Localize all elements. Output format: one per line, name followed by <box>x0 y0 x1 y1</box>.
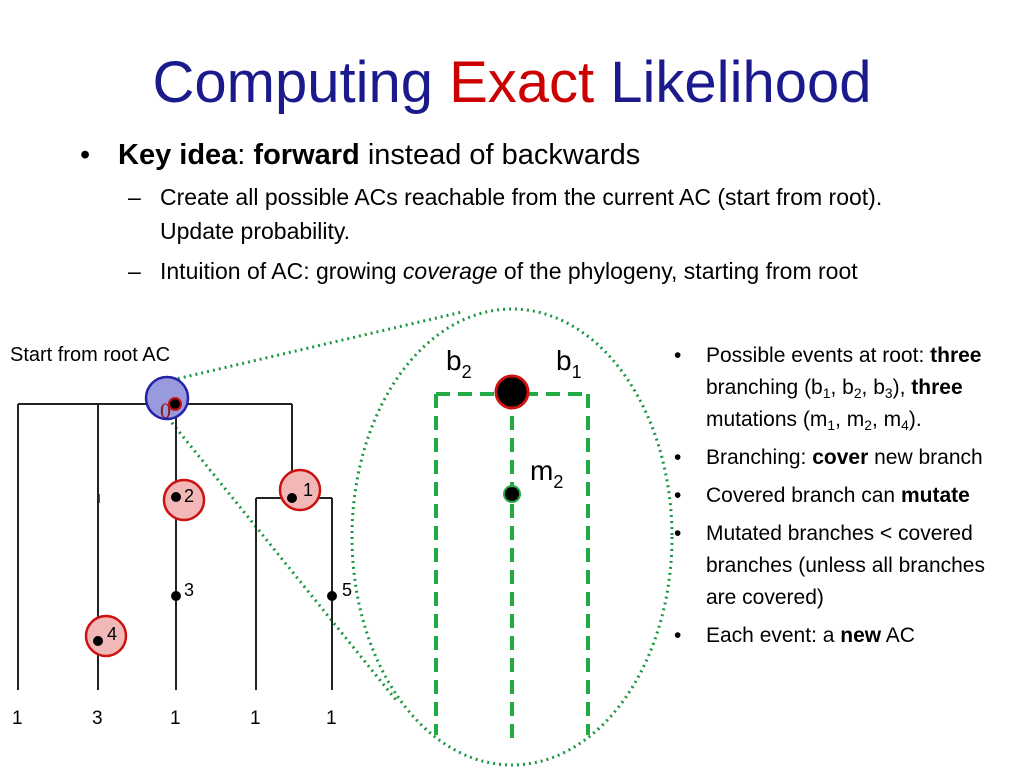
node-1-ring <box>278 468 322 512</box>
side-bullet-branching: • Branching: cover new branch <box>670 442 1010 474</box>
zoom-branches <box>434 392 590 742</box>
node-2-dot <box>171 492 181 502</box>
zoom-m2-node <box>503 485 521 503</box>
side-bullet-events: • Possible events at root: three branchi… <box>670 340 1010 436</box>
zoom-b2-label: b2 <box>446 345 472 382</box>
sub-bullet-intuition: – Intuition of AC: growing coverage of t… <box>80 254 930 288</box>
sub-bullet-intuition-pre: Intuition of AC: growing <box>160 258 403 284</box>
leaf-label-2: 3 <box>92 708 103 729</box>
bullet-glyph: • <box>674 484 682 507</box>
zoom-m2-label: m2 <box>530 455 563 492</box>
comma-b: , b <box>861 376 885 399</box>
mutate-word: mutate <box>900 484 970 507</box>
three-branching: three <box>930 344 982 367</box>
main-outline: • Key idea: forward instead of backwards… <box>80 136 960 288</box>
node-3-label: 3 <box>184 580 194 600</box>
key-idea-label: Key idea <box>118 139 238 171</box>
key-idea-bullet: • Key idea: forward instead of backwards <box>80 136 960 174</box>
coverage-word: coverage <box>402 258 498 284</box>
bullet-glyph: • <box>674 446 682 469</box>
bullet-glyph: • <box>80 139 91 171</box>
side-bullets: • Possible events at root: three branchi… <box>670 340 1010 658</box>
leaf-label-3: 1 <box>170 708 181 729</box>
leaf-label-1: 1 <box>12 708 23 729</box>
b1-sub: 1 <box>572 362 582 382</box>
zoom-connector-bottom <box>166 417 398 701</box>
node-1-label: 1 <box>303 480 313 500</box>
sub-bullet-create-text: Create all possible ACs reachable from t… <box>160 184 883 244</box>
node-3-dot <box>171 591 181 601</box>
sub-2: 2 <box>864 416 872 433</box>
sub-2: 2 <box>853 384 862 401</box>
sub-1: 1 <box>822 384 831 401</box>
sub-bullet-create: – Create all possible ACs reachable from… <box>80 180 930 248</box>
new-ac-pre: Each event: a <box>706 624 841 647</box>
title-part1: Computing <box>152 50 450 115</box>
sub-3: 3 <box>884 384 893 401</box>
node-4-dot <box>93 636 103 646</box>
node-4-label: 4 <box>107 624 117 644</box>
dash-glyph: – <box>128 258 141 284</box>
zoom-connector-top <box>171 310 463 382</box>
events-mutations: mutations (m <box>706 408 828 431</box>
branching-pre: Branching: <box>706 446 813 469</box>
m2-letter: m <box>530 455 553 486</box>
side-bullet-mutate: • Covered branch can mutate <box>670 480 1010 512</box>
sub-4: 4 <box>901 416 909 433</box>
leaf-label-4: 1 <box>250 708 261 729</box>
slide-title: Computing Exact Likelihood <box>0 48 1024 118</box>
title-part3: Likelihood <box>594 50 872 115</box>
cover-word: cover <box>812 446 869 469</box>
comma-m: , m <box>871 408 902 431</box>
key-idea-rest: instead of backwards <box>359 139 641 171</box>
root-node-dot <box>168 397 182 411</box>
start-from-root-label: Start from root AC <box>10 344 171 366</box>
bullet-glyph: • <box>674 344 682 367</box>
events-end: ). <box>908 408 922 431</box>
events-pre: Possible events at root: <box>706 344 931 367</box>
node-5-dot <box>327 591 337 601</box>
branching-post: new branch <box>868 446 983 469</box>
b2-letter: b <box>446 345 462 376</box>
mutate-pre: Covered branch can <box>706 484 901 507</box>
comma-b: , b <box>830 376 854 399</box>
zoom-root-node <box>494 374 530 410</box>
comma-m: , m <box>835 408 865 431</box>
events-branching: branching (b <box>706 376 823 399</box>
side-bullet-mutated: • Mutated branches < covered branches (u… <box>670 518 1010 614</box>
leaf-label-5: 1 <box>326 708 337 729</box>
events-close: ), <box>892 376 912 399</box>
node-2-label: 2 <box>184 486 194 506</box>
title-accent: Exact <box>449 50 595 115</box>
m2-sub: 2 <box>553 472 563 492</box>
node-4-ring <box>84 614 128 658</box>
sub-1: 1 <box>827 416 836 433</box>
new-word: new <box>840 624 882 647</box>
root-node-label: 0 <box>160 398 171 423</box>
new-ac-post: AC <box>881 624 915 647</box>
zoom-ellipse <box>350 307 674 767</box>
b1-letter: b <box>556 345 572 376</box>
forward-word: forward <box>253 139 360 171</box>
side-bullet-new-ac: • Each event: a new AC <box>670 620 1010 652</box>
bullet-glyph: • <box>674 522 682 545</box>
mutated-text: Mutated branches < covered branches (unl… <box>706 522 985 609</box>
key-idea-sep: : <box>237 139 254 171</box>
three-mutations: three <box>911 376 963 399</box>
node-1-dot <box>287 493 297 503</box>
b2-sub: 2 <box>462 362 472 382</box>
sub-bullet-intuition-post: of the phylogeny, starting from root <box>497 258 858 284</box>
node-5-label: 5 <box>342 580 352 600</box>
node-2-ring <box>162 478 206 522</box>
dash-glyph: – <box>128 184 141 210</box>
bullet-glyph: • <box>674 624 682 647</box>
phylogeny-tree <box>17 403 333 690</box>
zoom-b1-label: b1 <box>556 345 582 382</box>
